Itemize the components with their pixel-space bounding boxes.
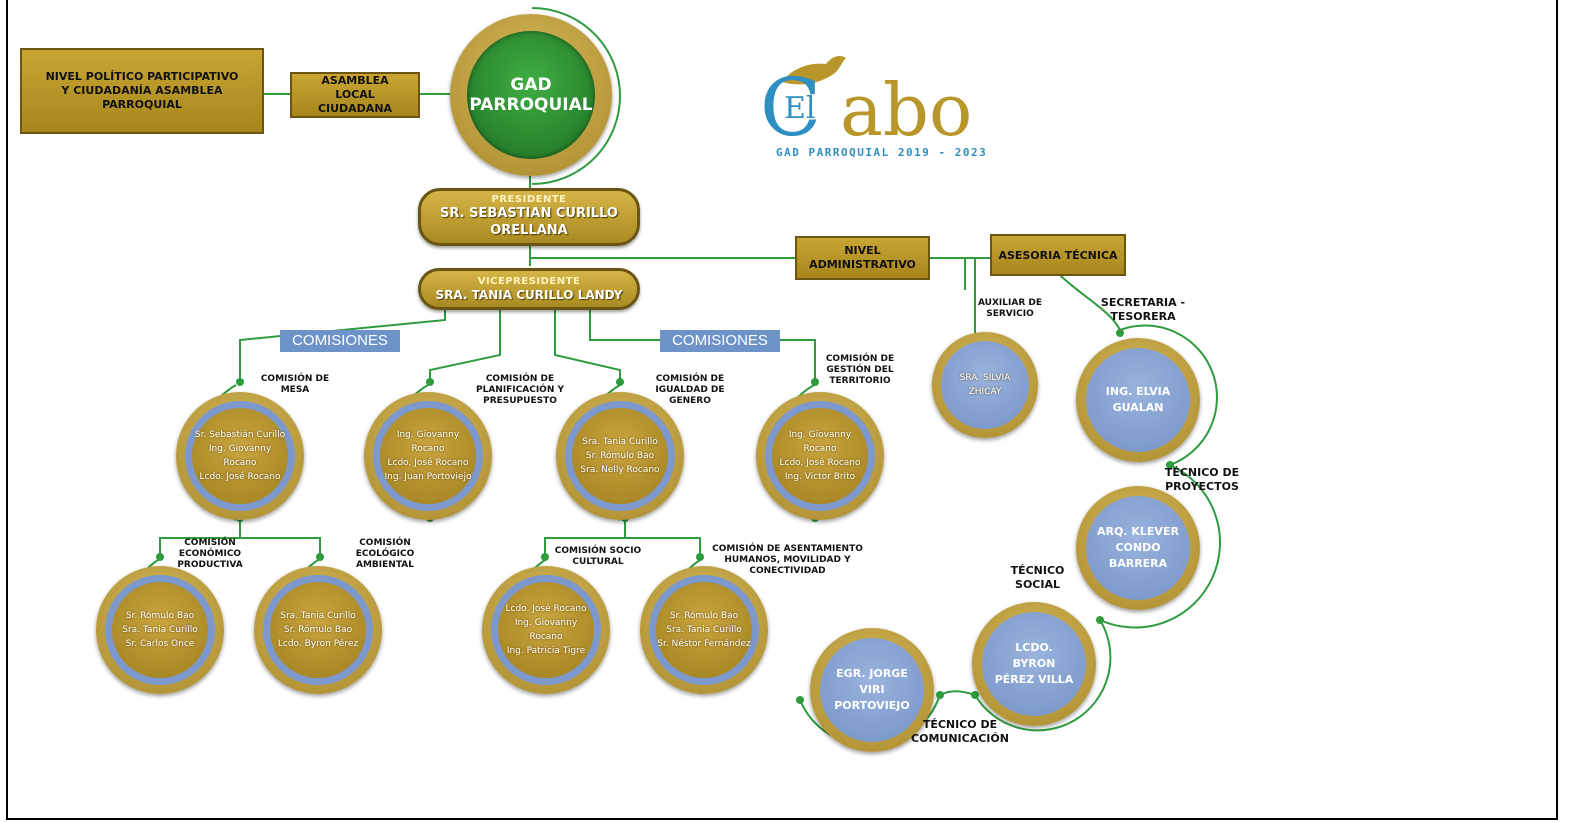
comision-asentamiento-title: COMISIÓN DE ASENTAMIENTO HUMANOS, MOVILI… (712, 544, 863, 576)
member: Sra. Nelly Rocano (580, 465, 660, 475)
tecnico-proyectos-title: TÉCNICO DE PROYECTOS (1164, 466, 1240, 493)
comision-asentamiento-node: Sr. Rómulo Bao Sra. Tania Curillo Sr. Né… (640, 566, 768, 694)
secretaria-name: ING. ELVIA GUALAN (1105, 385, 1171, 414)
member: Lcdo. José Rocano (199, 472, 281, 482)
gad-line1: GAD (510, 75, 552, 95)
comision-economico-node: Sr. Rómulo Bao Sra. Tania Curillo Sr. Ca… (96, 566, 224, 694)
tecnico-social-node: LCDO. BYRON PÉREZ VILLA (972, 602, 1096, 726)
member: Sr. Rómulo Bao (283, 625, 353, 635)
member: Lcdo. José Rocano (387, 458, 469, 468)
member: Ing. Giovanny Rocano (208, 444, 272, 468)
asamblea-box: ASAMBLEA LOCAL CIUDADANA (290, 72, 420, 118)
comision-igualdad-title: COMISIÓN DE IGUALDAD DE GENERO (655, 374, 725, 406)
member: Sr. Rómulo Bao (585, 451, 655, 461)
logo-el: El (784, 91, 816, 126)
nivel-politico-box: NIVEL POLÍTICO PARTICIPATIVO Y CIUDADANÍ… (20, 48, 264, 134)
vicepresidente-node: VICEPRESIDENTE SRA. TANIA CURILLO LANDY (418, 268, 640, 310)
member: Sr. Sebastián Curillo (194, 430, 286, 440)
page-frame (6, 0, 1558, 820)
auxiliar-title: AUXILIAR DE SERVICIO (977, 298, 1042, 319)
comision-socio-cultural-title: COMISIÓN SOCIO CULTURAL (554, 546, 642, 567)
member: Ing. Victor Brito (784, 472, 856, 482)
logo-abo: abo (840, 68, 973, 152)
gad-ring (531, 7, 622, 185)
tecnico-social-title: TÉCNICO SOCIAL (1010, 564, 1065, 591)
member: Sra. Tania Curillo (666, 625, 742, 635)
presidente-node: PRESIDENTE SR. SEBASTIAN CURILLO ORELLAN… (418, 188, 640, 246)
member: Sr. Rómulo Bao (669, 611, 739, 621)
vicepresidente-role: VICEPRESIDENTE (477, 276, 581, 287)
member: Sr. Carlos Once (125, 639, 195, 649)
asamblea-label: ASAMBLEA LOCAL CIUDADANA (317, 74, 393, 115)
comision-mesa-title: COMISIÓN DE MESA (260, 374, 330, 395)
member: Lcdo. José Rocano (779, 458, 861, 468)
auxiliar-name: SRA. SILVIA ZHICAY (959, 373, 1011, 397)
comision-ecologico-title: COMISIÓN ECOLÓGICO AMBIENTAL (355, 538, 415, 570)
nivel-administrativo-label: NIVEL ADMINISTRATIVO (809, 244, 916, 271)
auxiliar-node: SRA. SILVIA ZHICAY (932, 332, 1038, 438)
comision-gestion-node: Ing. Giovanny Rocano Lcdo. José Rocano I… (756, 392, 884, 520)
member: Sra. Tania Curillo (582, 437, 658, 447)
secretaria-title: SECRETARIA - TESORERA (1100, 296, 1186, 323)
presidente-name-2: ORELLANA (490, 223, 568, 238)
gad-line2: PARROQUIAL (469, 95, 593, 115)
logo-c: C (760, 61, 822, 154)
logo-subtitle: GAD PARROQUIAL 2019 - 2023 (776, 146, 988, 159)
comisiones-label-left: COMISIONES (280, 330, 400, 352)
comision-gestion-title: COMISIÓN DE GESTIÓN DEL TERRITORIO (825, 354, 895, 386)
comision-socio-cultural-node: Lcdo. José Rocano Ing. Giovanny Rocano I… (482, 566, 610, 694)
comision-ecologico-node: Sra. Tania Curillo Sr. Rómulo Bao Lcdo. … (254, 566, 382, 694)
tecnico-comunicacion-name: EGR. JORGE VIRI PORTOVIEJO (834, 667, 910, 712)
comision-planificacion-node: Ing. Giovanny Rocano Lcdo. José Rocano I… (364, 392, 492, 520)
el-cabo-logo: C El abo GAD PARROQUIAL 2019 - 2023 (760, 44, 1010, 164)
member: Ing. Juan Portoviejo (384, 472, 472, 482)
gad-parroquial-node: GAD PARROQUIAL (450, 14, 612, 176)
tecnico-comunicacion-node: EGR. JORGE VIRI PORTOVIEJO (810, 628, 934, 752)
secretaria-node: ING. ELVIA GUALAN (1076, 338, 1200, 462)
presidente-role: PRESIDENTE (491, 194, 567, 205)
tecnico-proyectos-node: ARQ. KLEVER CONDO BARRERA (1076, 486, 1200, 610)
comision-economico-title: COMISIÓN ECONÓMICO PRODUCTIVA (177, 538, 243, 570)
tecnico-comunicacion-title: TÉCNICO DE COMUNICACIÓN (911, 718, 1009, 745)
member: Lcdo. José Rocano (505, 604, 587, 614)
member: Sr. Néstor Fernández (657, 639, 751, 649)
member: Sra. Tania Curillo (122, 625, 198, 635)
tecnico-social-name: LCDO. BYRON PÉREZ VILLA (994, 641, 1074, 686)
comision-igualdad-node: Sra. Tania Curillo Sr. Rómulo Bao Sra. N… (556, 392, 684, 520)
presidente-name-1: SR. SEBASTIAN CURILLO (440, 206, 618, 221)
member: Sra. Tania Curillo (280, 611, 356, 621)
nivel-administrativo-box: NIVEL ADMINISTRATIVO (795, 236, 930, 280)
member: Lcdo. Byron Pérez (277, 639, 359, 649)
member: Sr. Rómulo Bao (125, 611, 195, 621)
vicepresidente-name: SRA. TANIA CURILLO LANDY (435, 288, 623, 302)
comisiones-label-right: COMISIONES (660, 330, 780, 352)
comision-mesa-node: Sr. Sebastián Curillo Ing. Giovanny Roca… (176, 392, 304, 520)
gad-inner: GAD PARROQUIAL (467, 31, 595, 159)
tecnico-proyectos-name: ARQ. KLEVER CONDO BARRERA (1097, 525, 1179, 570)
member: Ing. Giovanny Rocano (396, 430, 460, 454)
member: Ing. Patricia Tigre (506, 646, 586, 656)
member: Ing. Giovanny Rocano (514, 618, 578, 642)
asesoria-tecnica-box: ASESORIA TÉCNICA (990, 234, 1126, 276)
asesoria-tecnica-label: ASESORIA TÉCNICA (998, 248, 1118, 262)
member: Ing. Giovanny Rocano (788, 430, 852, 454)
comision-planificacion-title: COMISIÓN DE PLANIFICACIÓN Y PRESUPUESTO (475, 374, 565, 406)
bird-icon (782, 56, 846, 85)
nivel-politico-label: NIVEL POLÍTICO PARTICIPATIVO Y CIUDADANÍ… (45, 70, 239, 111)
